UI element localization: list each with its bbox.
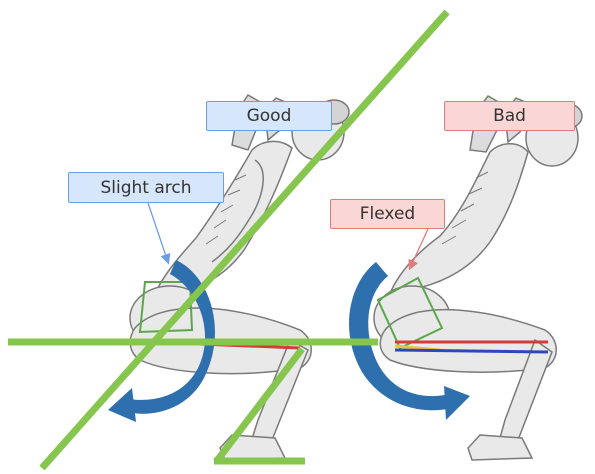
slight-arch-pointer	[148, 203, 168, 262]
slight-arch-label: Slight arch	[68, 172, 224, 203]
bad-label: Bad	[444, 101, 575, 131]
good-label: Good	[206, 101, 332, 131]
good-torso	[152, 141, 292, 300]
bad-femur-blue-line	[395, 350, 548, 352]
overlay-diagonal-line	[42, 12, 447, 468]
bad-foot	[468, 435, 532, 460]
flexed-label: Flexed	[330, 199, 445, 229]
